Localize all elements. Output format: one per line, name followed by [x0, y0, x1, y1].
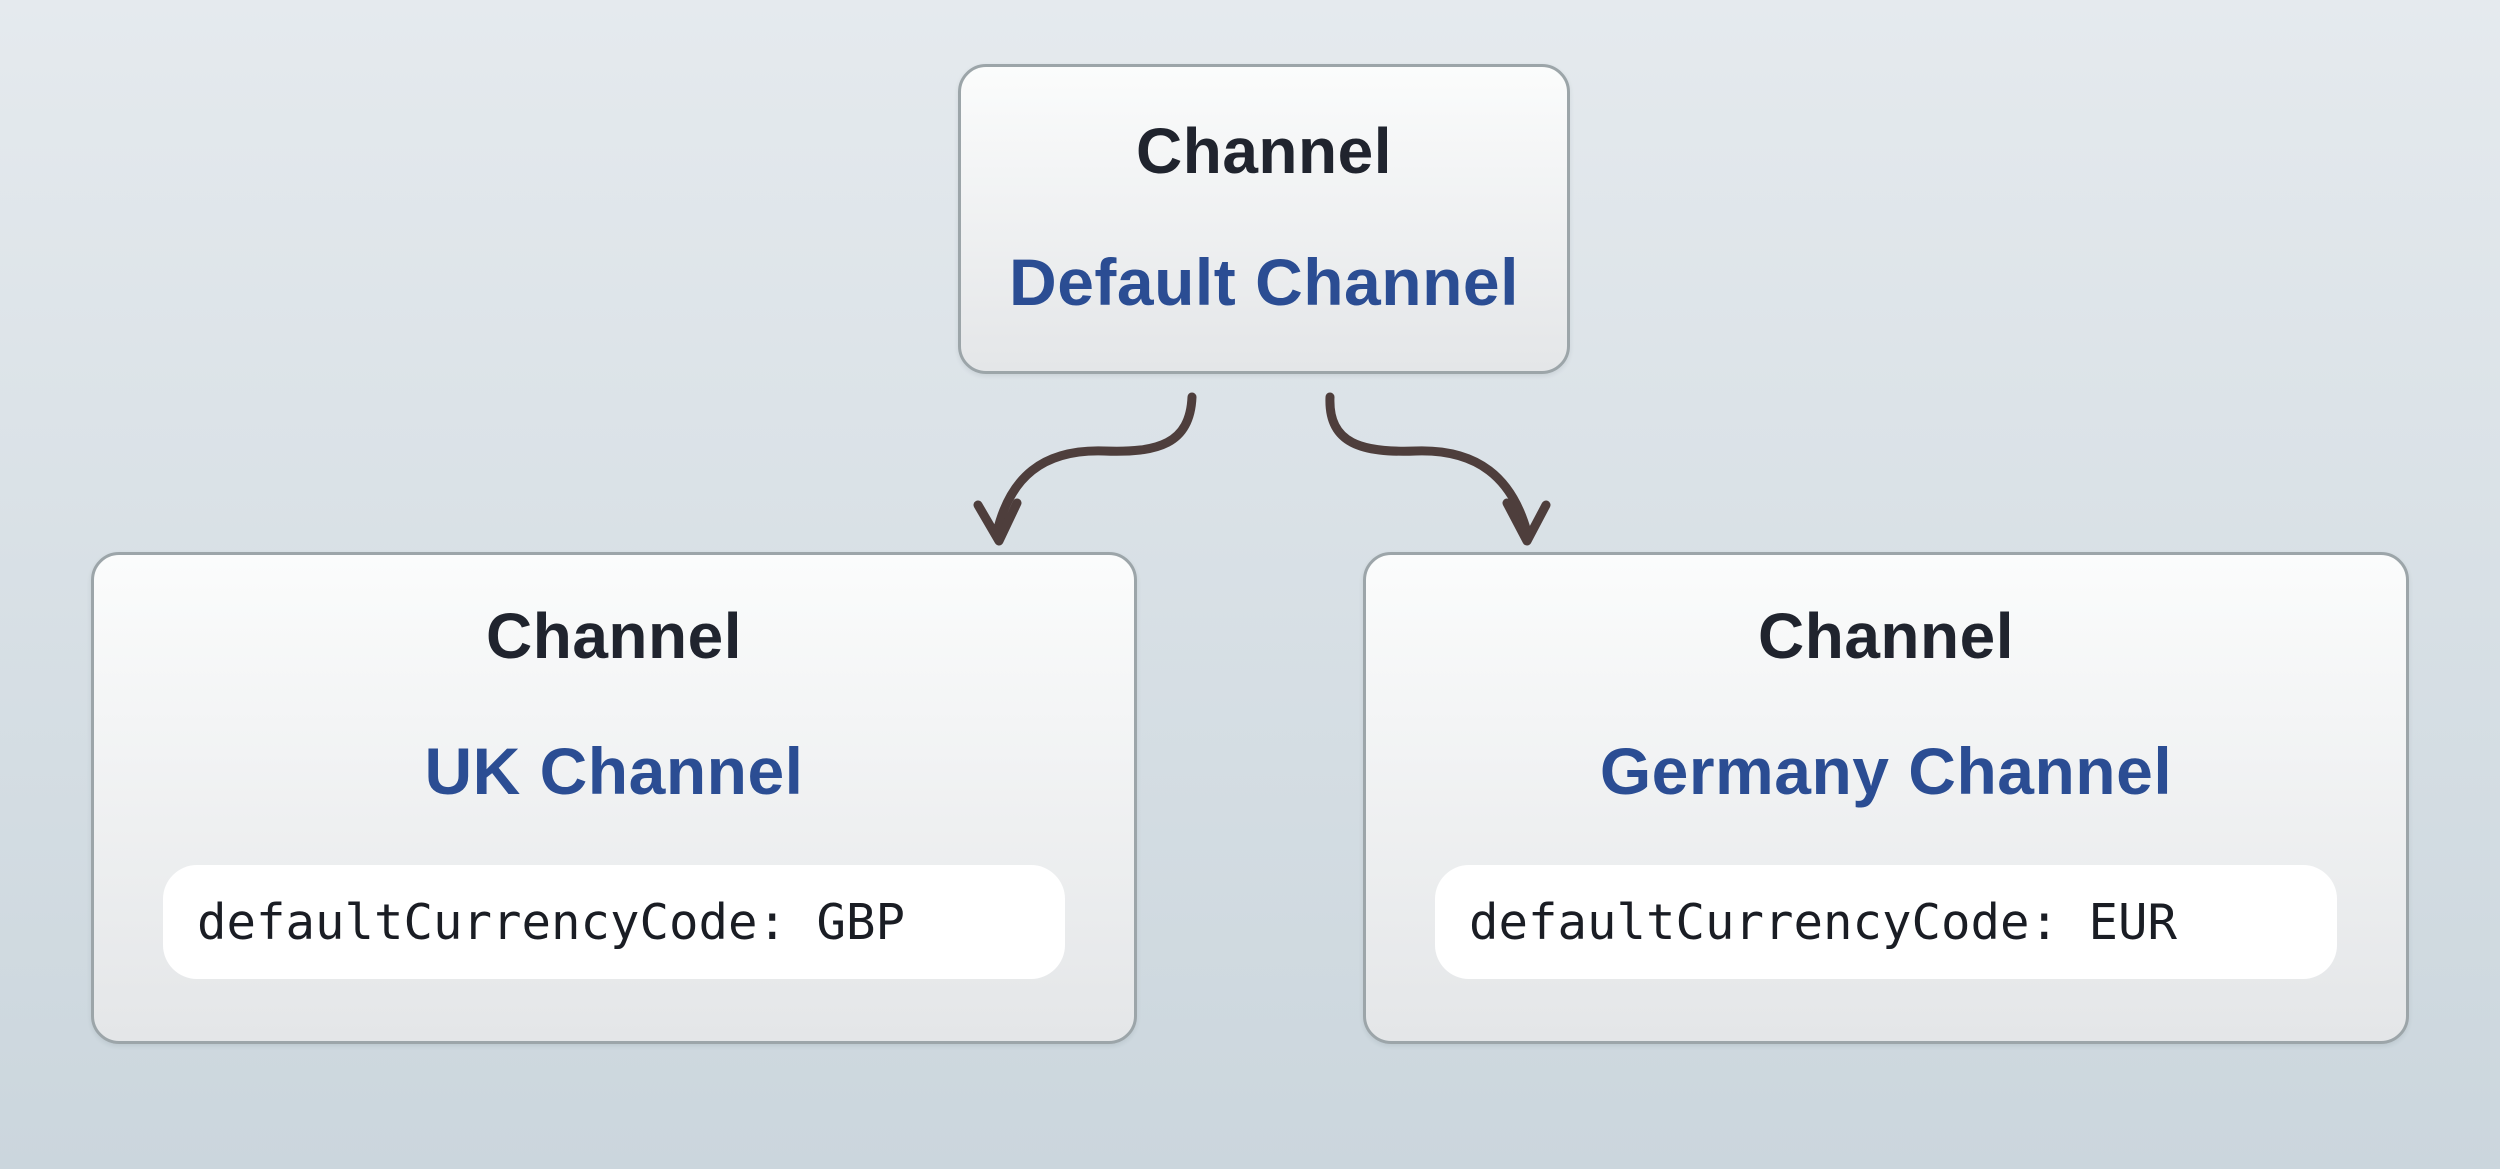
arrow-to-germany-stem: [1325, 392, 1532, 537]
node-type-label: Channel: [1758, 600, 2014, 672]
node-type-label: Channel: [1136, 115, 1392, 187]
currency-code-pill: defaultCurrencyCode: GBP: [163, 865, 1065, 979]
node-name-label: UK Channel: [424, 734, 804, 808]
currency-code-text: defaultCurrencyCode: GBP: [197, 893, 906, 951]
node-germany-channel: Channel Germany Channel defaultCurrencyC…: [1363, 552, 2409, 1044]
node-name-label: Default Channel: [1009, 245, 1519, 319]
arrow-to-germany-channel: [1325, 392, 1551, 546]
node-name-label: Germany Channel: [1599, 734, 2173, 808]
currency-code-text: defaultCurrencyCode: EUR: [1469, 893, 2178, 951]
arrow-to-germany-arrowhead-icon: [1502, 498, 1551, 546]
arrow-to-uk-stem: [992, 392, 1197, 537]
arrow-to-uk-arrowhead-icon: [973, 498, 1022, 546]
arrow-to-uk-channel: [973, 392, 1197, 546]
currency-code-pill: defaultCurrencyCode: EUR: [1435, 865, 2337, 979]
node-default-channel: Channel Default Channel: [958, 64, 1570, 374]
node-type-label: Channel: [486, 600, 742, 672]
node-uk-channel: Channel UK Channel defaultCurrencyCode: …: [91, 552, 1137, 1044]
